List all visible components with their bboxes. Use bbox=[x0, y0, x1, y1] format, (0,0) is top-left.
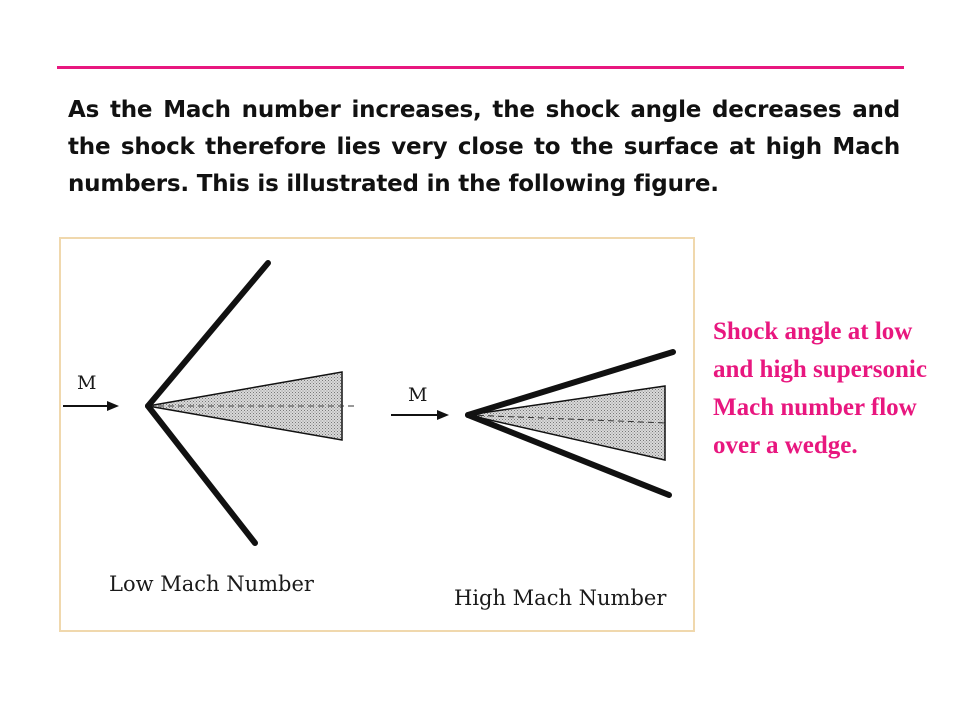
shock-figure: M Low Mach Number M High Mach Number bbox=[59, 237, 695, 632]
high-mach-flow-symbol: M bbox=[408, 384, 427, 406]
high-mach-panel: M High Mach Number bbox=[391, 349, 676, 610]
high-mach-label: High Mach Number bbox=[454, 586, 667, 610]
top-divider bbox=[57, 66, 904, 69]
low-mach-flow-symbol: M bbox=[77, 372, 96, 394]
shock-diagram: M Low Mach Number M High Mach Number bbox=[63, 260, 676, 610]
high-mach-flow-arrow bbox=[391, 410, 449, 420]
high-mach-wedge bbox=[467, 385, 666, 461]
low-mach-upper-shock bbox=[145, 260, 271, 409]
low-mach-flow-arrow bbox=[63, 401, 119, 411]
high-mach-lower-shock bbox=[465, 412, 672, 498]
low-mach-label: Low Mach Number bbox=[109, 572, 315, 596]
low-mach-panel: M Low Mach Number bbox=[63, 260, 357, 596]
high-mach-wedge-centerline bbox=[467, 414, 668, 424]
body-text: As the Mach number increases, the shock … bbox=[68, 97, 900, 197]
low-mach-lower-shock bbox=[145, 403, 258, 546]
figure-caption: Shock angle at low and high supersonic M… bbox=[713, 318, 927, 459]
high-mach-upper-shock bbox=[465, 349, 676, 418]
